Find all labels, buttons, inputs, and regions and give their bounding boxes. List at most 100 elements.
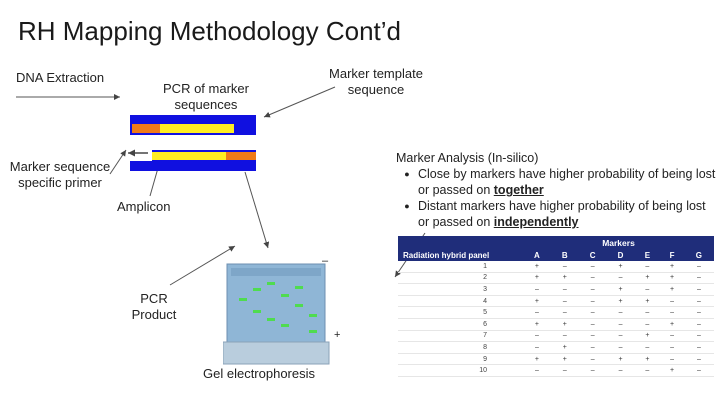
panel-row-id: 1 xyxy=(398,261,523,273)
bullet-dot-icon: ● xyxy=(404,169,410,179)
table-row: 2++––++– xyxy=(398,272,714,285)
marker-column-header: E xyxy=(634,249,661,261)
marker-cell: – xyxy=(523,283,551,296)
marker-cell: – xyxy=(606,364,635,377)
table-row: 5––––––– xyxy=(398,306,714,319)
marker-cell: + xyxy=(606,353,635,366)
panel-row-id: 7 xyxy=(398,330,523,343)
bottom-strand-orange xyxy=(226,152,256,160)
slide-title: RH Mapping Methodology Cont’d xyxy=(18,16,401,46)
marker-cell: – xyxy=(606,330,635,343)
marker-cell: – xyxy=(578,283,607,296)
marker-cell: – xyxy=(683,341,714,354)
marker-cell: – xyxy=(523,364,551,377)
marker-cell: – xyxy=(683,353,714,366)
marker-cell: + xyxy=(660,364,684,377)
marker-cell: – xyxy=(523,341,551,354)
marker-cell: – xyxy=(634,318,661,331)
marker-cell: + xyxy=(660,283,684,296)
bottom-strand-blue-lower xyxy=(130,161,256,171)
marker-cell: – xyxy=(683,261,714,273)
arrow-pcr-to-gel xyxy=(169,245,236,286)
arrow-primer-to-strand xyxy=(109,149,127,175)
marker-cell: – xyxy=(660,306,684,319)
marker-cell: – xyxy=(550,306,579,319)
marker-cell: – xyxy=(683,306,714,319)
marker-column-header: C xyxy=(578,249,607,261)
marker-cell: – xyxy=(683,364,714,377)
marker-cell: + xyxy=(606,295,635,308)
marker-cell: + xyxy=(660,272,684,285)
panel-row-id: 9 xyxy=(398,353,523,366)
marker-cell: + xyxy=(660,261,684,273)
marker-cell: – xyxy=(578,364,607,377)
marker-cell: – xyxy=(578,261,607,273)
table-row: 4+––++–– xyxy=(398,295,714,308)
marker-cell: – xyxy=(550,364,579,377)
panel-row-id: 4 xyxy=(398,295,523,308)
marker-cell: + xyxy=(634,330,661,343)
marker-cell: + xyxy=(550,341,579,354)
top-strand-blue xyxy=(130,115,256,124)
marker-cell: – xyxy=(660,330,684,343)
arrow-template-to-strand xyxy=(263,86,336,118)
marker-cell: + xyxy=(523,295,551,308)
marker-cell: – xyxy=(634,306,661,319)
bullet-2-text: Distant markers have higher probability … xyxy=(418,199,706,229)
marker-cell: + xyxy=(634,353,661,366)
table-row: 8–+––––– xyxy=(398,341,714,354)
panel-row-id: 2 xyxy=(398,272,523,285)
gel-electrophoresis-label: Gel electrophoresis xyxy=(203,366,315,381)
marker-cell: – xyxy=(550,261,579,273)
top-strand-orange xyxy=(132,124,160,133)
bottom-strand-yellow xyxy=(152,152,226,160)
panel-column-header: Radiation hybrid panel xyxy=(398,249,523,261)
dna-extraction-label: DNA Extraction xyxy=(16,70,105,85)
bullet-1-emphasis: together xyxy=(493,183,544,197)
marker-cell: – xyxy=(606,272,635,285)
marker-cell: – xyxy=(523,306,551,319)
marker-cell: + xyxy=(634,295,661,308)
marker-cell: – xyxy=(578,295,607,308)
marker-cell: – xyxy=(606,341,635,354)
marker-column-header: A xyxy=(523,249,551,261)
marker-template-label: Marker template sequence xyxy=(329,66,423,97)
marker-cell: – xyxy=(578,318,607,331)
analysis-bullet-1: ● Close by markers have higher probabili… xyxy=(396,166,718,198)
pcr-product-label: PCR Product xyxy=(131,291,177,322)
marker-cell: – xyxy=(683,272,714,285)
marker-cell: – xyxy=(578,341,607,354)
marker-cell: + xyxy=(606,283,635,296)
analysis-bullet-2: ● Distant markers have higher probabilit… xyxy=(396,198,718,230)
marker-cell: + xyxy=(523,272,551,285)
marker-analysis-block: Marker Analysis (In-silico) ● Close by m… xyxy=(396,150,718,230)
marker-column-header: G xyxy=(683,249,714,261)
marker-column-header: B xyxy=(550,249,579,261)
marker-cell: + xyxy=(606,261,635,273)
table-row: 3–––+–+– xyxy=(398,283,714,296)
pcr-of-marker-label: PCR of marker sequences xyxy=(163,81,249,112)
marker-cell: – xyxy=(523,330,551,343)
top-strand-yellow xyxy=(160,124,234,133)
marker-column-header: D xyxy=(606,249,635,261)
markers-group-header: Markers xyxy=(523,236,714,249)
marker-cell: – xyxy=(683,295,714,308)
marker-cell: + xyxy=(523,261,551,273)
marker-primer-label: Marker sequence specific primer xyxy=(9,159,111,190)
table-row: 7––––+–– xyxy=(398,330,714,343)
marker-cell: – xyxy=(578,272,607,285)
panel-row-id: 8 xyxy=(398,341,523,354)
marker-cell: + xyxy=(634,272,661,285)
marker-cell: – xyxy=(660,341,684,354)
marker-cell: + xyxy=(523,353,551,366)
gel-plus-sign: + xyxy=(334,329,341,341)
marker-cell: – xyxy=(660,353,684,366)
panel-row-id: 3 xyxy=(398,283,523,296)
marker-cell: – xyxy=(634,341,661,354)
marker-cell: + xyxy=(660,318,684,331)
table-row: 10–––––+– xyxy=(398,364,714,377)
marker-cell: – xyxy=(683,318,714,331)
panel-row-id: 5 xyxy=(398,306,523,319)
bullet-dot-icon: ● xyxy=(404,201,410,211)
